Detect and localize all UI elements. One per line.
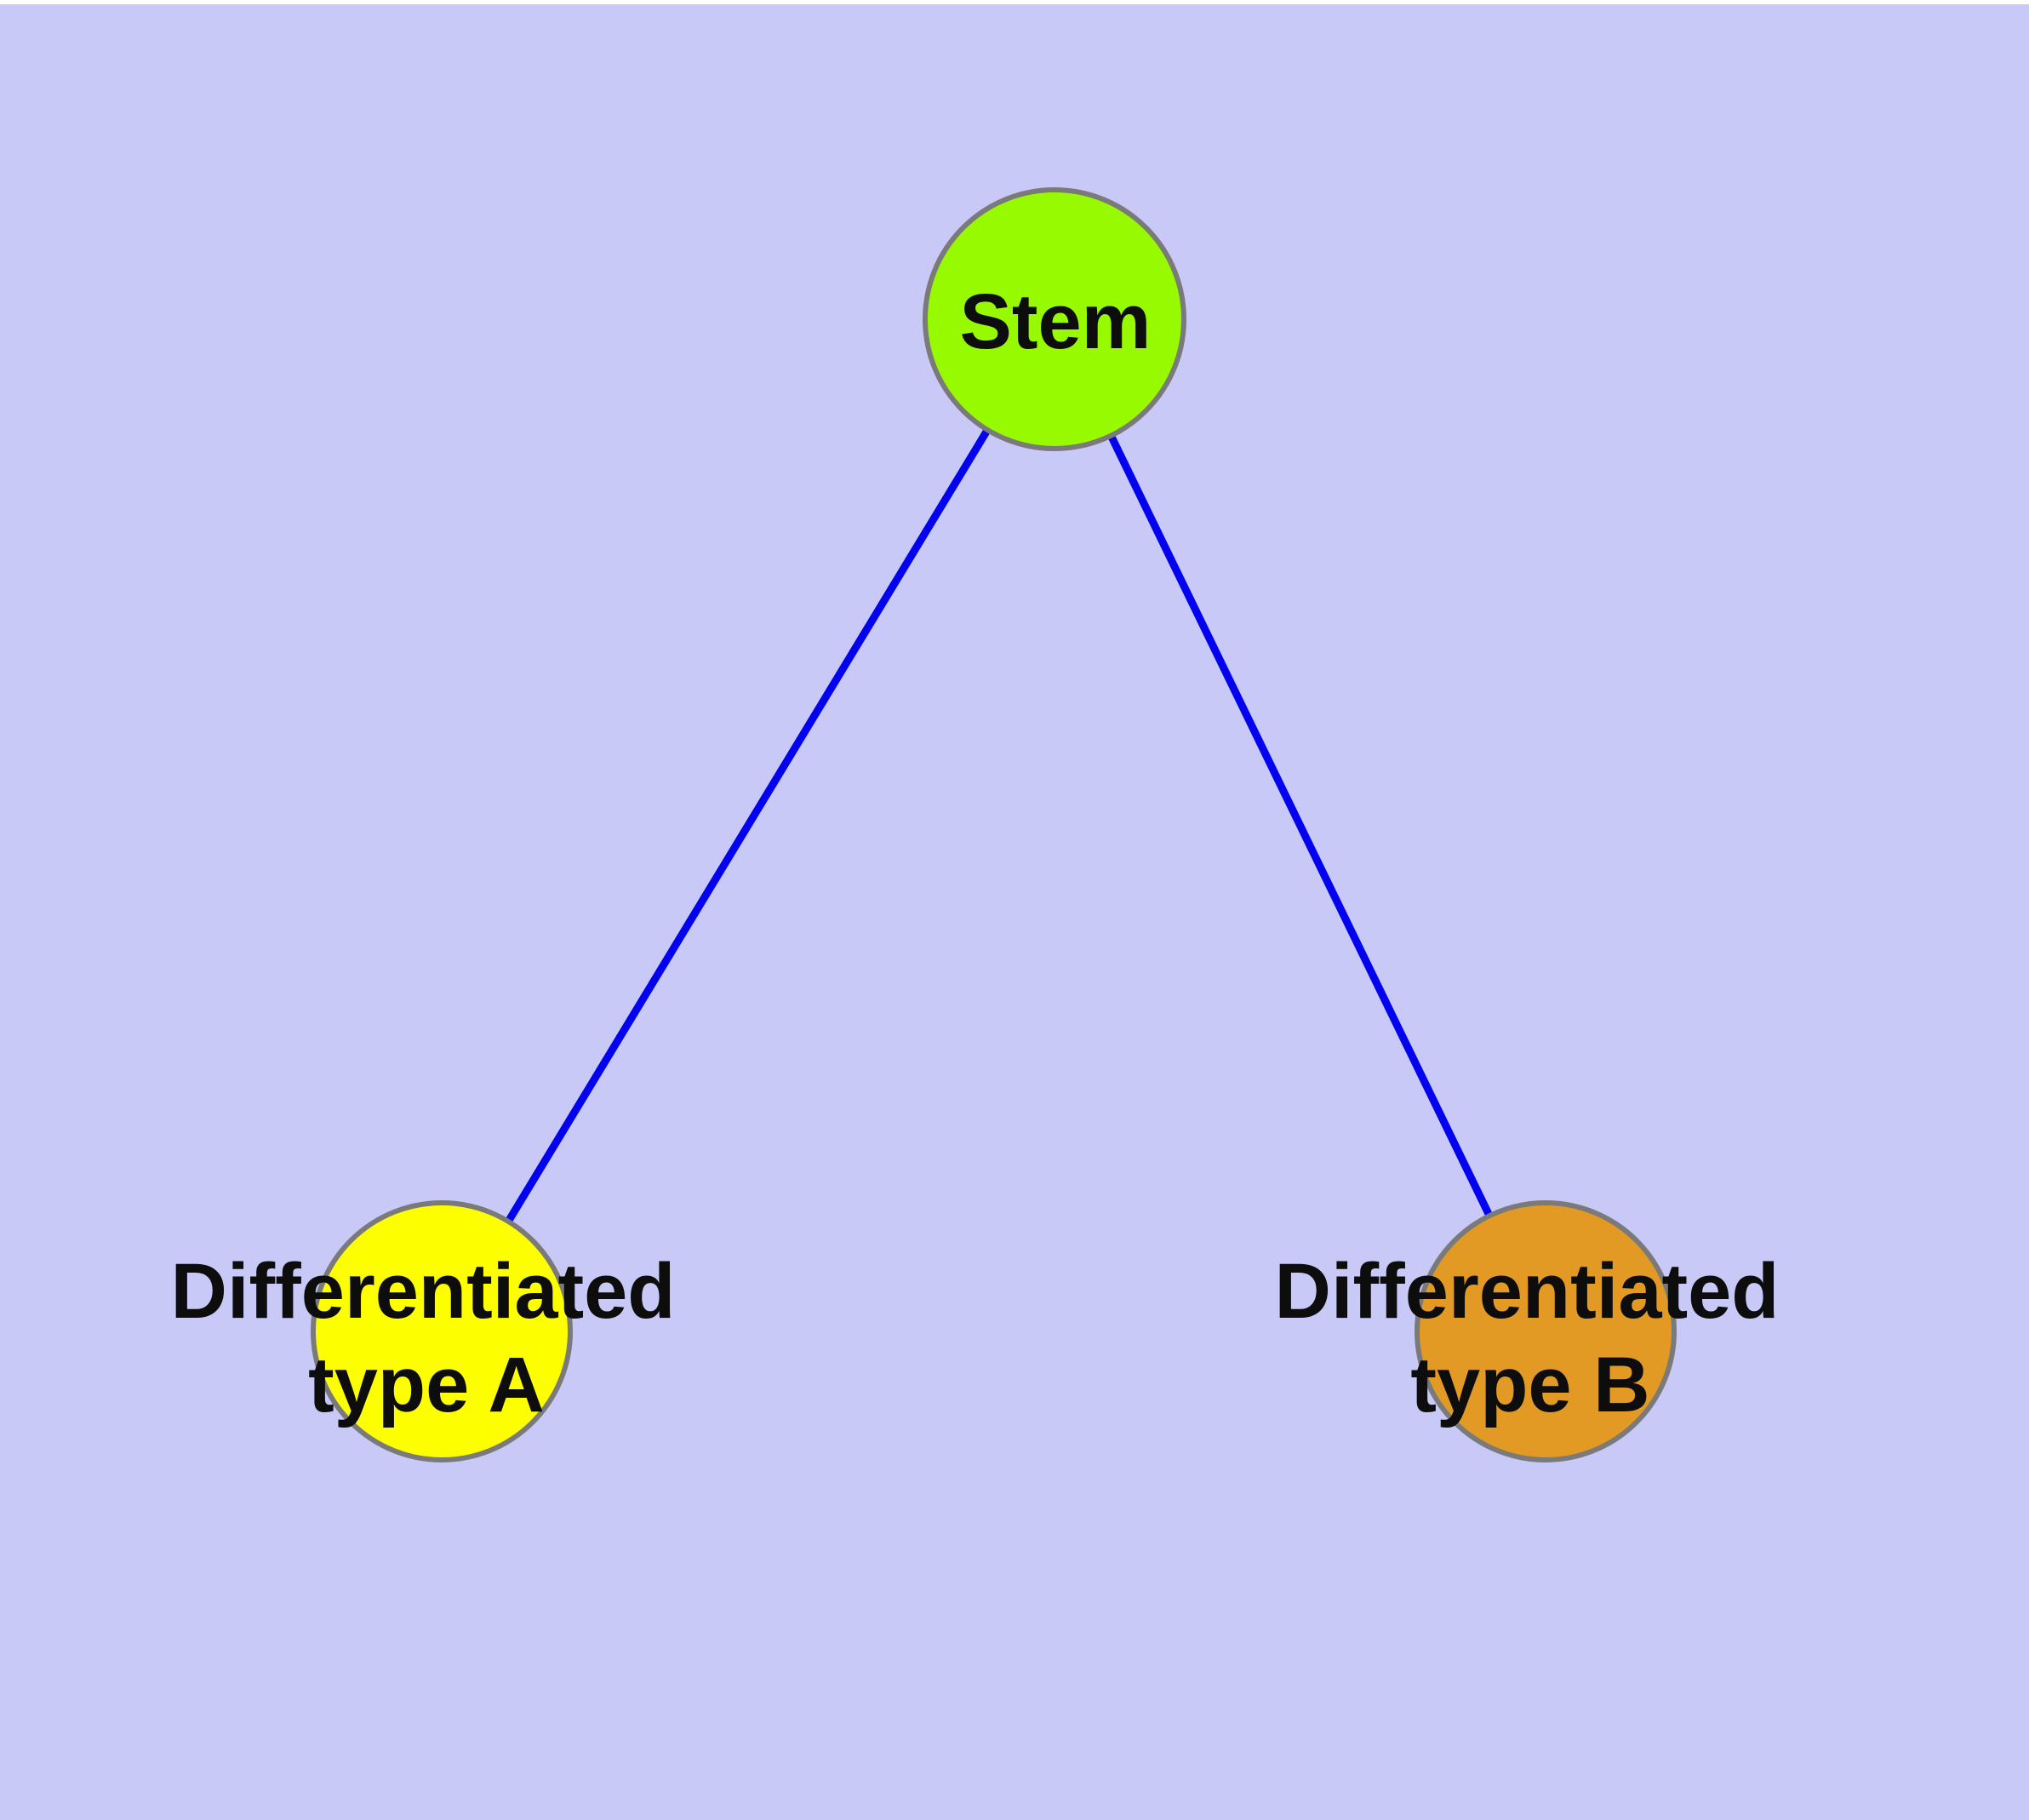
node-type-b-label-line1: Differentiated [1275,1248,1780,1335]
node-differentiated-type-a [311,1200,573,1462]
edge-stem-to-type-b [1050,318,1550,1333]
node-differentiated-type-b [1415,1200,1677,1462]
node-type-a-label-line1: Differentiated [171,1248,676,1335]
node-type-b-label-line2: type B [1410,1342,1649,1428]
node-type-a-label-line2: type A [308,1342,545,1428]
node-stem [923,187,1186,451]
top-white-margin [0,0,2029,4]
edge-stem-to-type-a [438,317,1058,1334]
node-stem-label: Stem [960,278,1152,365]
